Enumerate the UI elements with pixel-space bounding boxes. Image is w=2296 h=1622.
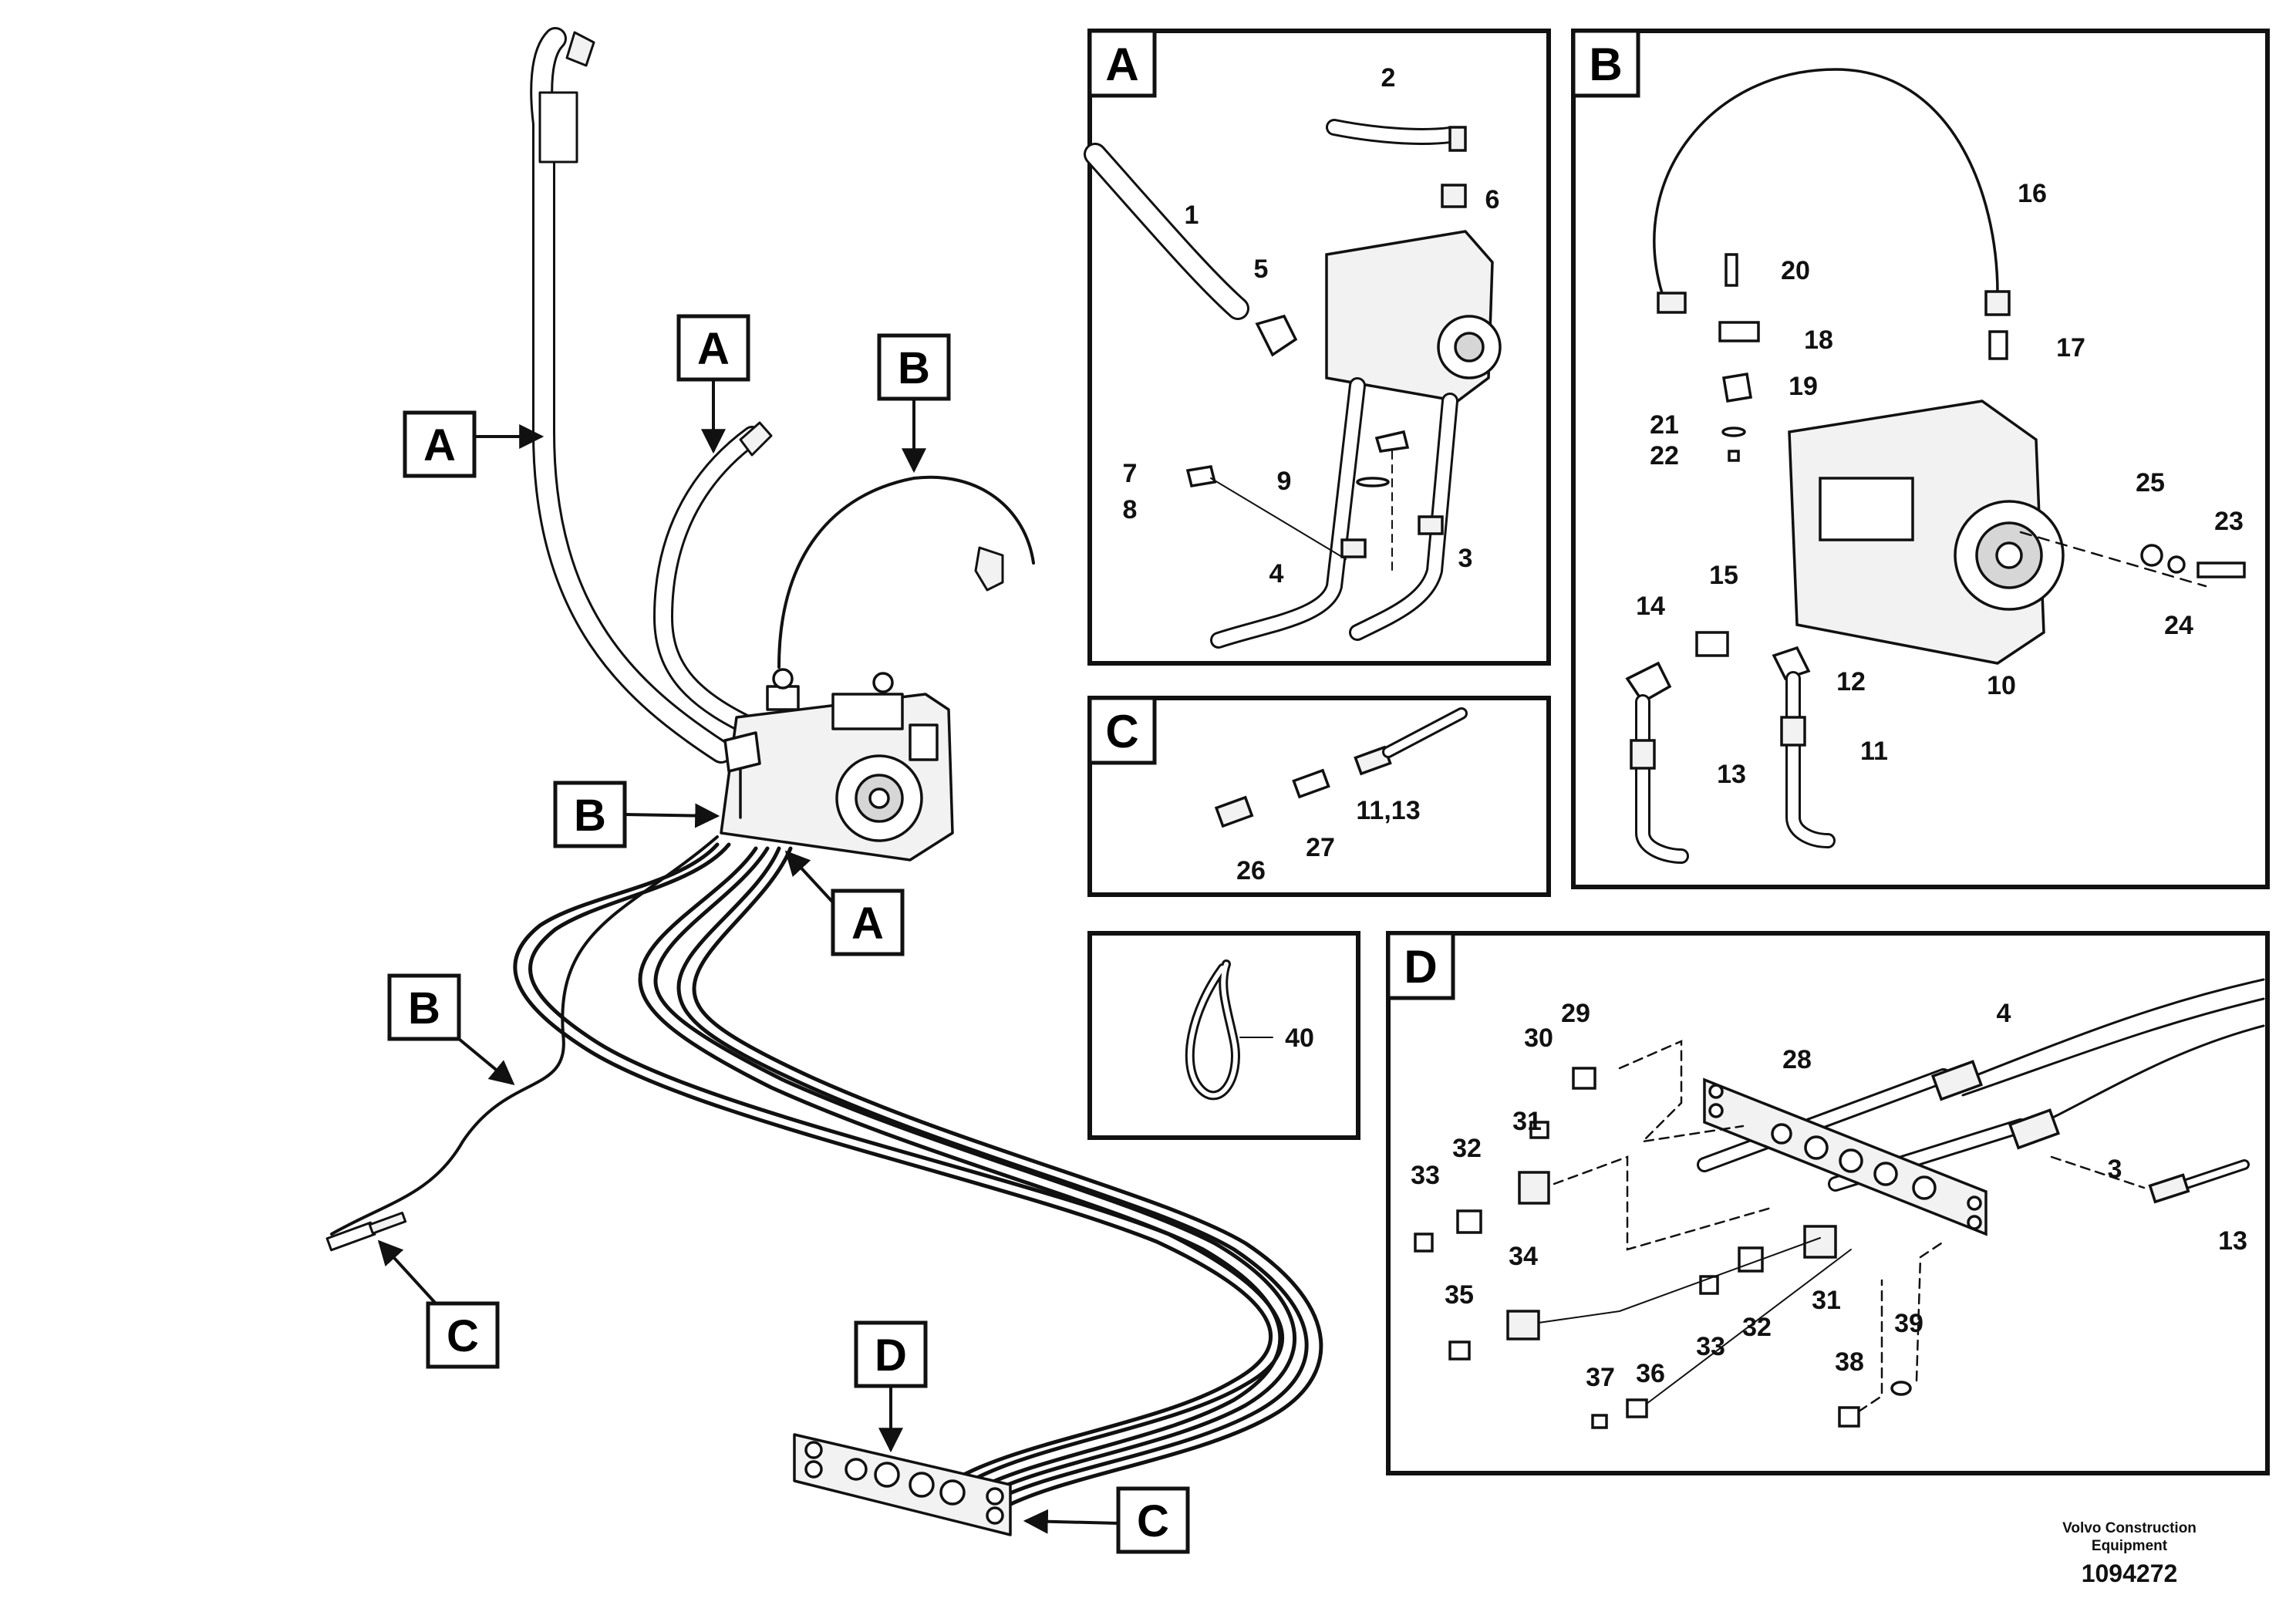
hose-fitting xyxy=(538,91,578,164)
part-18: 18 xyxy=(1804,325,1833,355)
part-4: 4 xyxy=(1269,559,1284,588)
part-6: 6 xyxy=(1485,185,1500,214)
document-number: 1094272 xyxy=(2081,1560,2178,1587)
panel-b-label-box xyxy=(1571,29,1640,98)
detail-panel-d: D xyxy=(1386,931,2270,1475)
part-32: 32 xyxy=(1452,1134,1482,1163)
callout-c-2[interactable]: C xyxy=(1023,1486,1190,1554)
svg-text:A: A xyxy=(423,420,456,470)
panel-c-label-box xyxy=(1087,696,1157,765)
detail-panel-c: C 26 27 11,13 xyxy=(1087,696,1551,897)
part-21: 21 xyxy=(1650,410,1679,440)
callout-b-1[interactable]: B xyxy=(877,333,951,474)
overview-assembly xyxy=(325,27,1323,1536)
publisher-block: Volvo Construction Equipment 1094272 xyxy=(2029,1519,2230,1588)
part-17: 17 xyxy=(2056,333,2085,363)
part-25: 25 xyxy=(2136,468,2165,497)
part-27: 27 xyxy=(1306,833,1335,862)
part-35: 35 xyxy=(1445,1280,1474,1310)
part-20: 20 xyxy=(1781,256,1810,285)
panel-c-label: C xyxy=(1105,706,1138,757)
hydraulic-pump xyxy=(720,668,954,862)
part-16: 16 xyxy=(2018,179,2047,208)
part-7: 7 xyxy=(1123,459,1138,488)
part-31-b: 31 xyxy=(1812,1286,1841,1315)
part-1: 1 xyxy=(1185,201,1199,230)
svg-text:B: B xyxy=(574,791,606,841)
panel-b-label: B xyxy=(1589,39,1622,90)
callout-a-1[interactable]: A xyxy=(403,410,544,478)
overview-callouts: A A A B B B C xyxy=(377,314,1190,1554)
part-10: 10 xyxy=(1987,671,2016,700)
callout-d[interactable]: D xyxy=(854,1320,928,1453)
part-31: 31 xyxy=(1512,1107,1542,1136)
part-23: 23 xyxy=(2214,507,2244,536)
panel-d-label: D xyxy=(1404,941,1437,993)
part-24: 24 xyxy=(2164,611,2193,640)
part-36: 36 xyxy=(1636,1359,1665,1388)
svg-text:A: A xyxy=(851,899,884,949)
part-34: 34 xyxy=(1509,1242,1538,1271)
hose-bundle xyxy=(513,842,1323,1512)
part-11-13: 11,13 xyxy=(1356,796,1420,825)
callout-c-1[interactable]: C xyxy=(377,1239,500,1369)
svg-text:A: A xyxy=(697,324,730,374)
part-12: 12 xyxy=(1836,667,1866,696)
part-33-b: 33 xyxy=(1696,1332,1725,1361)
part-29: 29 xyxy=(1561,999,1590,1028)
mounting-plate-d xyxy=(793,1433,1012,1536)
svg-text:C: C xyxy=(1137,1496,1169,1546)
svg-text:C: C xyxy=(447,1311,479,1361)
part-33: 33 xyxy=(1411,1161,1440,1190)
detail-panel-cable-tie: 40 xyxy=(1087,931,1360,1140)
part-19: 19 xyxy=(1789,372,1818,401)
part-5: 5 xyxy=(1254,255,1269,284)
manufacturer-name-line2: Equipment xyxy=(2091,1538,2168,1554)
callout-b-3[interactable]: B xyxy=(387,973,515,1086)
part-39: 39 xyxy=(1894,1309,1923,1338)
sensor-cable-lower xyxy=(330,835,719,1236)
svg-text:B: B xyxy=(898,343,930,393)
part-11: 11 xyxy=(1860,737,1888,766)
callout-a-2[interactable]: A xyxy=(676,314,750,454)
part-13: 13 xyxy=(1717,760,1746,789)
part-13-d: 13 xyxy=(2218,1226,2247,1256)
svg-text:D: D xyxy=(875,1330,907,1381)
part-14: 14 xyxy=(1636,592,1665,621)
sensor-cable-b xyxy=(777,475,1035,669)
part-3: 3 xyxy=(1458,544,1473,573)
detail-panel-b: B xyxy=(1571,29,2270,889)
callout-a-3[interactable]: A xyxy=(784,850,905,956)
part-26: 26 xyxy=(1236,856,1266,885)
part-8: 8 xyxy=(1123,495,1138,524)
part-15: 15 xyxy=(1709,561,1738,590)
part-40: 40 xyxy=(1285,1023,1314,1053)
panel-a-label: A xyxy=(1105,39,1138,90)
manufacturer-name-line1: Volvo Construction xyxy=(2062,1520,2197,1536)
panel-d-label-box xyxy=(1386,931,1455,1000)
part-9: 9 xyxy=(1277,467,1292,496)
part-2: 2 xyxy=(1381,63,1396,93)
part-28: 28 xyxy=(1782,1045,1812,1074)
part-4-d: 4 xyxy=(1997,999,2011,1028)
callout-b-2[interactable]: B xyxy=(553,781,720,848)
part-22: 22 xyxy=(1650,441,1679,470)
part-37: 37 xyxy=(1586,1363,1615,1392)
detail-panel-a: A 1 2 3 4 xyxy=(1084,29,1551,666)
part-30: 30 xyxy=(1524,1023,1553,1053)
part-38: 38 xyxy=(1835,1347,1864,1377)
part-32-b: 32 xyxy=(1742,1313,1772,1342)
svg-text:B: B xyxy=(408,983,440,1034)
panel-a-label-box xyxy=(1087,29,1157,98)
part-3-d: 3 xyxy=(2108,1155,2122,1184)
